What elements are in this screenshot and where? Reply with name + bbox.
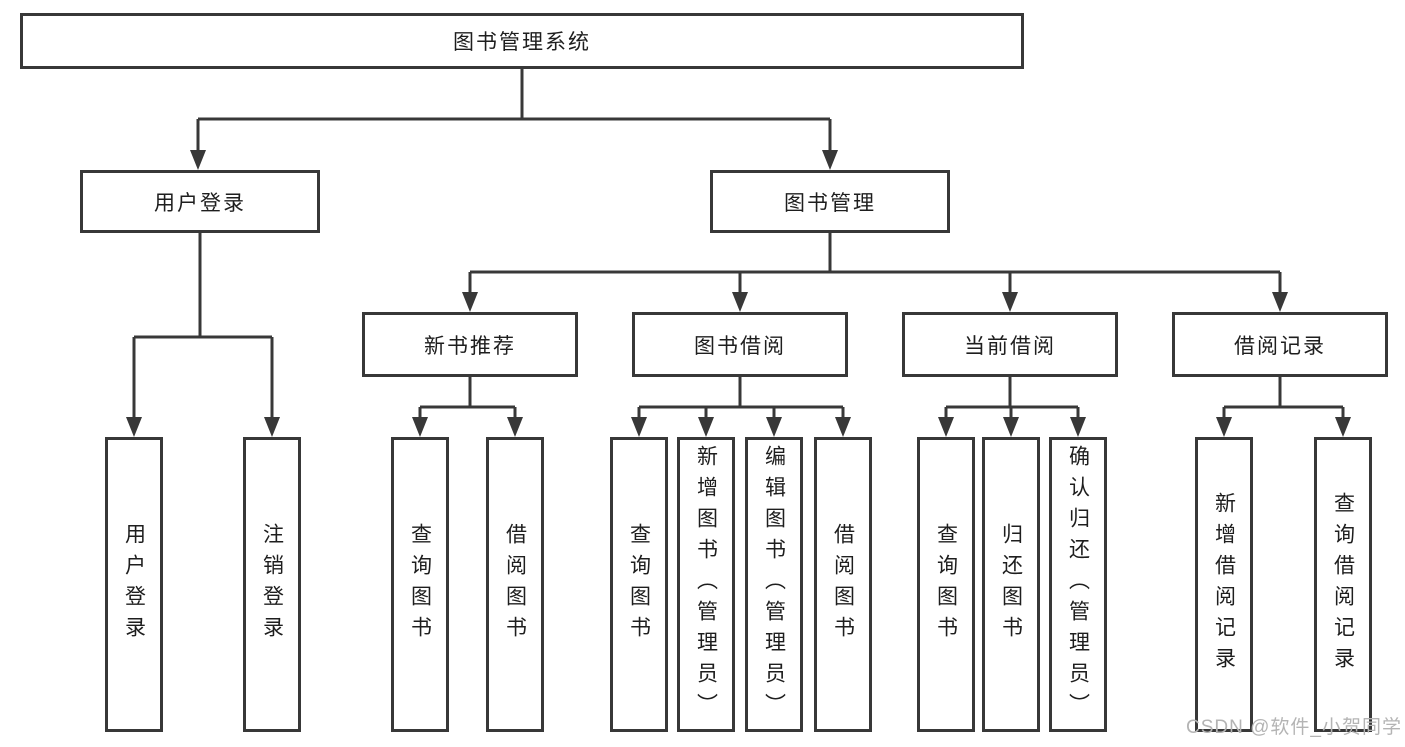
arrowhead-icon	[264, 417, 280, 437]
arrowhead-icon	[126, 417, 142, 437]
leaf-edit-book-admin: 编辑图书（管理员）	[745, 437, 803, 732]
leaf-return-book: 归还图书	[982, 437, 1040, 732]
arrowhead-icon	[938, 417, 954, 437]
arrowhead-icon	[822, 150, 838, 170]
leaf-query-books-recommend: 查询图书	[391, 437, 449, 732]
arrowhead-icon	[1070, 417, 1086, 437]
arrowhead-icon	[1003, 417, 1019, 437]
leaf-add-book-admin: 新增图书（管理员）	[677, 437, 735, 732]
arrowhead-icon	[1335, 417, 1351, 437]
arrowhead-icon	[412, 417, 428, 437]
leaf-user-login: 用户登录	[105, 437, 163, 732]
leaf-query-books-borrow: 查询图书	[610, 437, 668, 732]
leaf-borrow-books: 借阅图书	[814, 437, 872, 732]
arrowhead-icon	[1272, 292, 1288, 312]
node-book-management: 图书管理	[710, 170, 950, 233]
node-book-borrowing: 图书借阅	[632, 312, 848, 377]
arrowhead-icon	[732, 292, 748, 312]
arrowhead-icon	[462, 292, 478, 312]
arrowhead-icon	[1002, 292, 1018, 312]
leaf-confirm-return-admin: 确认归还（管理员）	[1049, 437, 1107, 732]
leaf-borrow-books-recommend: 借阅图书	[486, 437, 544, 732]
leaf-query-books-current: 查询图书	[917, 437, 975, 732]
node-current-borrowing: 当前借阅	[902, 312, 1118, 377]
leaf-logout: 注销登录	[243, 437, 301, 732]
arrowhead-icon	[507, 417, 523, 437]
leaf-add-borrow-record: 新增借阅记录	[1195, 437, 1253, 732]
arrowhead-icon	[766, 417, 782, 437]
node-user-login: 用户登录	[80, 170, 320, 233]
tree-lines	[132, 69, 1345, 420]
node-borrowing-records: 借阅记录	[1172, 312, 1388, 377]
watermark: CSDN @软件_小贺同学	[1186, 717, 1402, 738]
arrowhead-icon	[835, 417, 851, 437]
leaf-query-borrow-record: 查询借阅记录	[1314, 437, 1372, 732]
arrowheads	[126, 150, 1351, 437]
arrowhead-icon	[190, 150, 206, 170]
arrowhead-icon	[631, 417, 647, 437]
arrowhead-icon	[1216, 417, 1232, 437]
arrowhead-icon	[698, 417, 714, 437]
node-new-book-recommendation: 新书推荐	[362, 312, 578, 377]
node-library-management-system: 图书管理系统	[20, 13, 1024, 69]
